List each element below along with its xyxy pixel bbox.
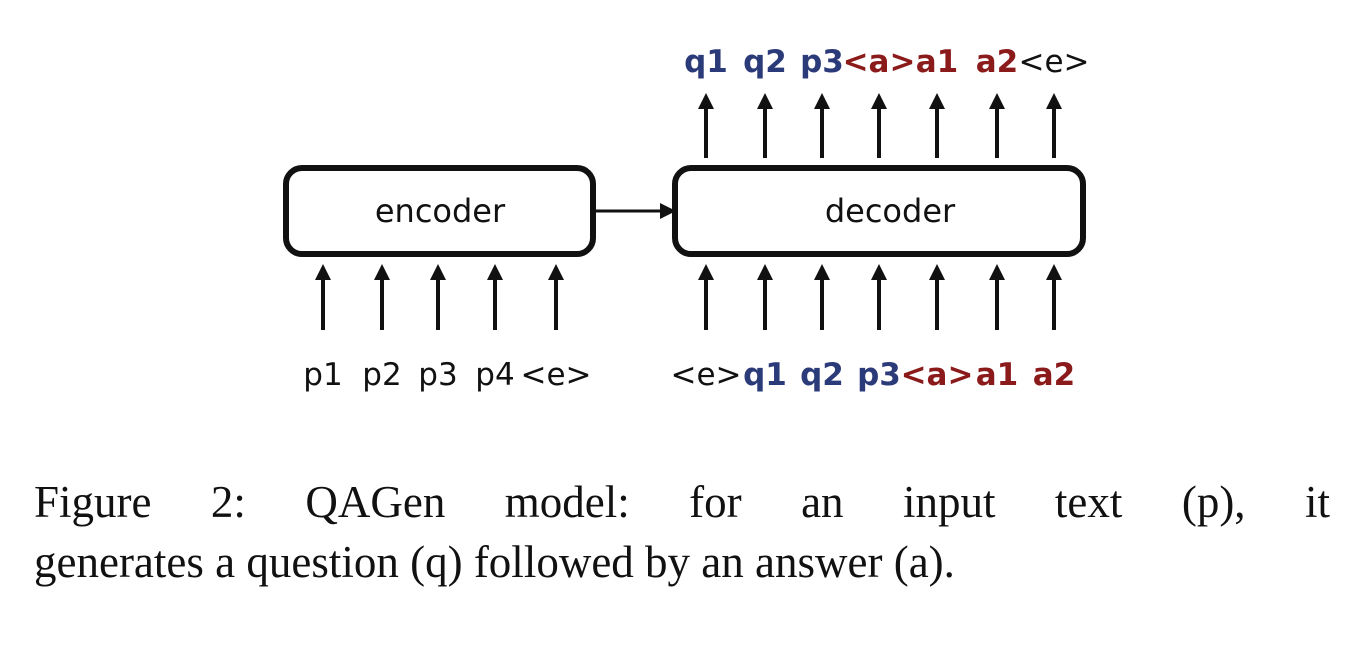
encoder-input-arrows bbox=[315, 264, 564, 330]
decoder-input-token-3: q2 bbox=[800, 357, 844, 393]
decoder-output-token-7: <e> bbox=[1018, 44, 1089, 80]
decoder-output-token-2: q2 bbox=[743, 44, 787, 80]
decoder-input-token-6: a1 bbox=[976, 357, 1019, 393]
decoder-input-token-7: a2 bbox=[1033, 357, 1076, 393]
encoder-input-token-1: p1 bbox=[303, 357, 342, 393]
encoder-input-arrow-head-1 bbox=[315, 264, 331, 280]
decoder-input-arrow-head-3 bbox=[814, 264, 830, 280]
decoder-input-arrows bbox=[698, 264, 1062, 330]
decoder-output-token-1: q1 bbox=[684, 44, 728, 80]
decoder-output-token-3: p3 bbox=[800, 44, 844, 80]
decoder-output-arrows bbox=[698, 93, 1062, 158]
decoder-input-tokens: <e>q1 q2 p3<a>a1 a2 bbox=[670, 357, 1075, 393]
decoder-output-arrow-head-1 bbox=[698, 93, 714, 109]
decoder-output-arrow-head-7 bbox=[1046, 93, 1062, 109]
encoder-input-tokens: p1 p2 p3 p4<e> bbox=[303, 357, 591, 393]
decoder-input-arrow-head-2 bbox=[757, 264, 773, 280]
decoder-input-token-5: <a> bbox=[901, 357, 974, 393]
decoder-input-arrow-head-7 bbox=[1046, 264, 1062, 280]
decoder-input-arrow-head-4 bbox=[871, 264, 887, 280]
decoder-output-token-6: a2 bbox=[976, 44, 1019, 80]
decoder-input-token-2: q1 bbox=[743, 357, 787, 393]
encoder-input-token-4: p4 bbox=[475, 357, 514, 393]
caption-line-1: Figure 2: QAGen model: for an input text… bbox=[34, 477, 1330, 527]
caption-line-2: generates a question (q) followed by an … bbox=[34, 537, 955, 587]
encoder-to-decoder-arrow bbox=[593, 203, 676, 219]
decoder-input-token-4: p3 bbox=[857, 357, 901, 393]
decoder-input-arrow-head-1 bbox=[698, 264, 714, 280]
encoder-input-arrow-head-2 bbox=[374, 264, 390, 280]
decoder-input-arrow-head-6 bbox=[989, 264, 1005, 280]
decoder-output-token-5: a1 bbox=[916, 44, 959, 80]
encoder-input-token-3: p3 bbox=[418, 357, 457, 393]
decoder-output-arrow-head-4 bbox=[871, 93, 887, 109]
connector-arrowhead bbox=[660, 203, 676, 219]
figure-caption: Figure 2: QAGen model: for an input text… bbox=[34, 472, 1330, 592]
encoder-block: encoder bbox=[283, 165, 596, 257]
encoder-input-token-5: <e> bbox=[520, 357, 591, 393]
encoder-label: encoder bbox=[375, 192, 506, 230]
encoder-input-arrow-head-5 bbox=[548, 264, 564, 280]
encoder-input-token-2: p2 bbox=[362, 357, 401, 393]
decoder-input-token-1: <e> bbox=[670, 357, 741, 393]
encoder-input-arrow-head-4 bbox=[487, 264, 503, 280]
decoder-output-arrow-head-6 bbox=[989, 93, 1005, 109]
encoder-input-arrow-head-3 bbox=[430, 264, 446, 280]
decoder-output-token-4: <a> bbox=[843, 44, 916, 80]
decoder-label: decoder bbox=[825, 192, 956, 230]
decoder-output-arrow-head-2 bbox=[757, 93, 773, 109]
decoder-input-arrow-head-5 bbox=[929, 264, 945, 280]
decoder-output-arrow-head-3 bbox=[814, 93, 830, 109]
decoder-output-tokens: q1 q2 p3<a>a1 a2<e> bbox=[684, 44, 1089, 80]
decoder-block: decoder bbox=[672, 165, 1086, 257]
decoder-output-arrow-head-5 bbox=[929, 93, 945, 109]
